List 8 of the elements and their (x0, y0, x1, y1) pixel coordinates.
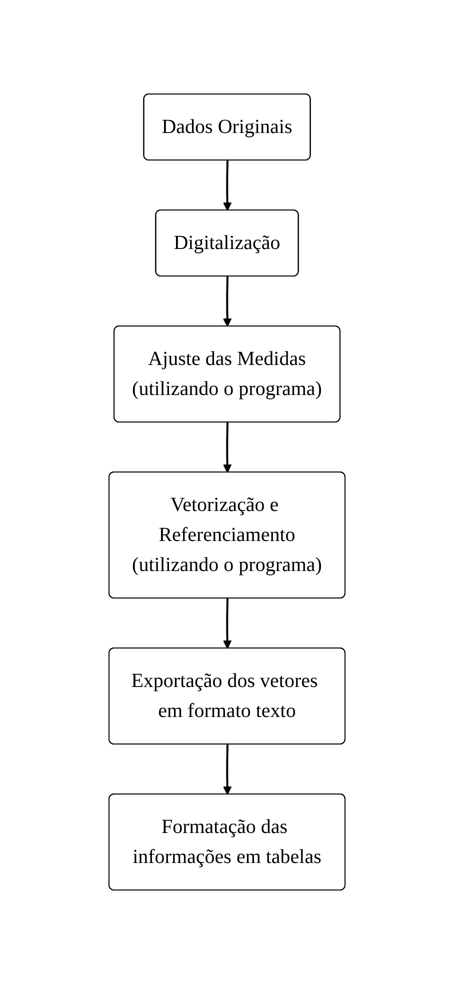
arrow (222, 160, 232, 210)
arrow (222, 422, 232, 472)
node-text: Vetorização e Referenciamento (utilizando o programa) (132, 494, 322, 576)
arrow (222, 276, 232, 326)
node-text: Formatação das informações em tabelas (132, 816, 321, 868)
node-text: Exportação dos vetores em formato texto (130, 670, 318, 722)
arrow (222, 744, 232, 794)
arrow (222, 598, 232, 648)
